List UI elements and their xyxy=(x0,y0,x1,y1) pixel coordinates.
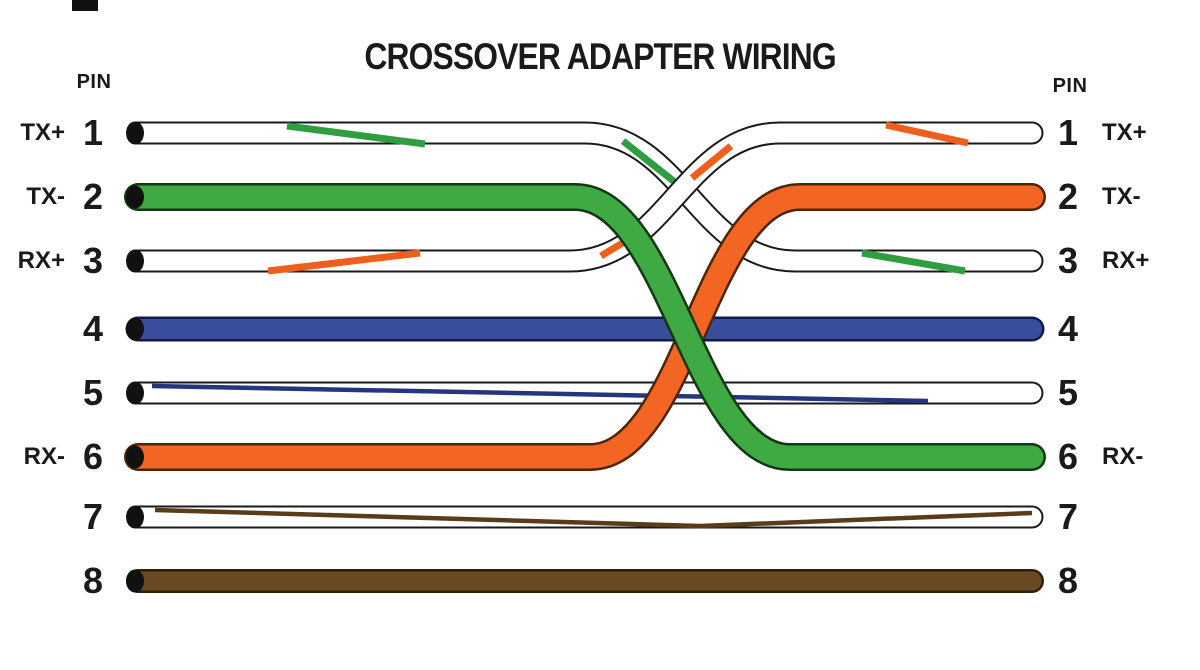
left-signal-label-pin6: RX- xyxy=(23,443,65,470)
left-pin-number-8: 8 xyxy=(82,560,104,601)
pin-dot xyxy=(126,317,144,341)
right-pin-number-5: 5 xyxy=(1057,372,1079,413)
pin-dot xyxy=(126,249,144,273)
pin-dot xyxy=(126,505,144,529)
left-signal-label-pin2: TX- xyxy=(26,183,65,210)
wire-stripe xyxy=(689,143,734,181)
left-pin-number-7: 7 xyxy=(82,496,104,537)
pin-dot xyxy=(126,185,144,209)
left-pin-number-6: 6 xyxy=(82,436,104,477)
left-signal-label-pin3: RX+ xyxy=(17,247,65,274)
wire-stripe xyxy=(267,249,421,275)
right-pin-header: PIN xyxy=(1052,75,1088,97)
right-pin-number-4: 4 xyxy=(1057,308,1079,349)
wire-stripe xyxy=(154,507,701,529)
wire-stripe xyxy=(286,122,426,148)
wire-white-blue xyxy=(126,381,1044,405)
right-signal-label-pin1: TX+ xyxy=(1102,119,1147,146)
diagram-title-text: CROSSOVER ADAPTER WIRING xyxy=(364,36,836,77)
wire-green xyxy=(124,183,1046,471)
left-pin-number-4: 4 xyxy=(82,308,104,349)
diagram-title: CROSSOVER ADAPTER WIRING xyxy=(0,36,1200,78)
left-pin-number-2: 2 xyxy=(82,176,104,217)
left-pin-number-5: 5 xyxy=(82,372,104,413)
right-pin-number-2: 2 xyxy=(1057,176,1079,217)
right-pin-number-6: 6 xyxy=(1057,436,1079,477)
wire-white-brown xyxy=(126,505,1044,529)
right-pin-number-1: 1 xyxy=(1057,112,1079,153)
corner-artifact xyxy=(72,0,98,11)
pin-dot xyxy=(126,121,144,145)
wire-stripe xyxy=(620,138,684,190)
left-pin-number-3: 3 xyxy=(82,240,104,281)
left-pin-header: PIN xyxy=(76,71,112,93)
pin-dot xyxy=(126,569,144,593)
wire-stripe xyxy=(151,383,929,404)
right-signal-label-pin2: TX- xyxy=(1102,183,1141,210)
pin-dot xyxy=(126,381,144,405)
wire-stripe xyxy=(699,510,1033,529)
left-pin-number-1: 1 xyxy=(82,112,104,153)
right-pin-number-7: 7 xyxy=(1057,496,1079,537)
wire-white-orange xyxy=(126,121,1044,275)
pin-dot xyxy=(126,445,144,469)
wire-stripe xyxy=(885,121,969,147)
left-signal-label-pin1: TX+ xyxy=(20,119,65,146)
right-signal-label-pin3: RX+ xyxy=(1102,247,1150,274)
right-signal-label-pin6: RX- xyxy=(1102,443,1144,470)
wire-stripe xyxy=(861,249,966,275)
right-pin-number-8: 8 xyxy=(1057,560,1079,601)
right-pin-number-3: 3 xyxy=(1057,240,1079,281)
